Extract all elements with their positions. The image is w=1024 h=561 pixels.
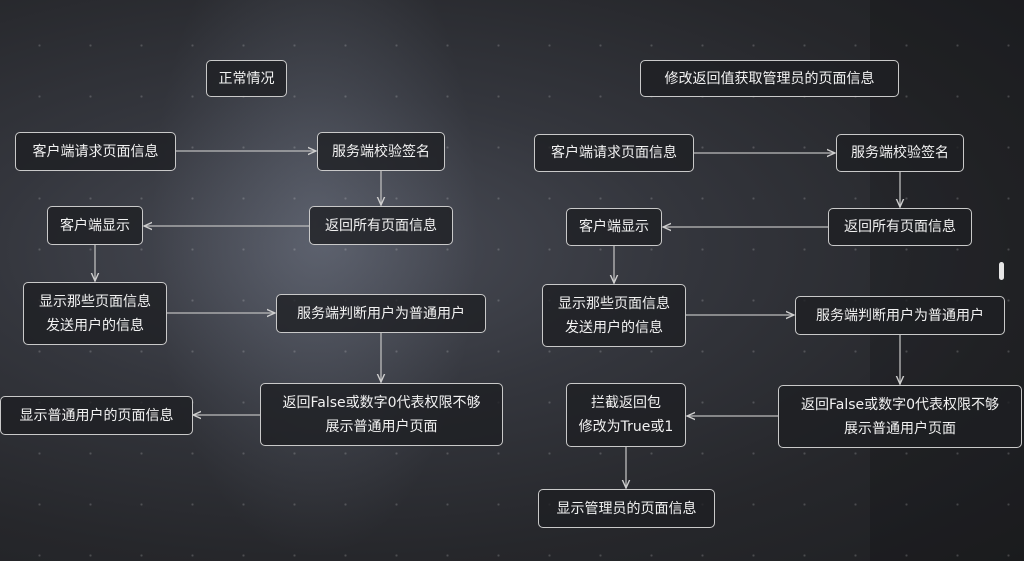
right-node-show-send[interactable]: 显示那些页面信息发送用户的信息 [542, 284, 686, 347]
node-label: 发送用户的信息 [46, 317, 144, 334]
right-node-server-verify[interactable]: 服务端校验签名 [836, 134, 964, 172]
node-label: 显示那些页面信息 [558, 295, 670, 312]
scrollbar-thumb[interactable] [999, 262, 1004, 280]
left-node-return-all[interactable]: 返回所有页面信息 [309, 206, 453, 245]
left-title: 正常情况 [206, 60, 287, 97]
node-label: 客户端显示 [579, 219, 649, 235]
right-node-show-admin[interactable]: 显示管理员的页面信息 [538, 489, 715, 528]
right-node-client-display[interactable]: 客户端显示 [566, 208, 662, 246]
node-label: 显示普通用户的页面信息 [19, 407, 174, 424]
right-node-return-false[interactable]: 返回False或数字0代表权限不够展示普通用户页面 [778, 385, 1022, 448]
node-label: 服务端判断用户为普通用户 [816, 307, 984, 324]
node-label: 展示普通用户页面 [844, 420, 956, 437]
right-node-client-request[interactable]: 客户端请求页面信息 [534, 134, 694, 172]
right-title: 修改返回值获取管理员的页面信息 [640, 60, 899, 97]
node-label: 拦截返回包 [591, 395, 661, 411]
node-label: 返回False或数字0代表权限不够 [800, 396, 1000, 413]
right-node-intercept[interactable]: 拦截返回包修改为True或1 [566, 383, 686, 447]
node-label: 服务端判断用户为普通用户 [297, 305, 465, 322]
node-label: 显示那些页面信息 [39, 293, 151, 310]
left-node-show-normal[interactable]: 显示普通用户的页面信息 [0, 396, 193, 435]
node-label: 发送用户的信息 [565, 319, 663, 336]
left-node-server-verify[interactable]: 服务端校验签名 [317, 132, 445, 171]
left-node-client-request[interactable]: 客户端请求页面信息 [15, 132, 176, 171]
node-label: 返回所有页面信息 [325, 217, 437, 234]
left-node-show-send[interactable]: 显示那些页面信息发送用户的信息 [23, 282, 167, 345]
node-label: 显示管理员的页面信息 [556, 500, 697, 517]
right-title-text: 修改返回值获取管理员的页面信息 [664, 70, 875, 87]
left-node-server-judge[interactable]: 服务端判断用户为普通用户 [276, 294, 486, 333]
node-label: 修改为True或1 [578, 419, 674, 435]
node-label: 服务端校验签名 [851, 145, 949, 161]
left-title-text: 正常情况 [218, 70, 275, 87]
node-label: 客户端显示 [60, 217, 130, 234]
right-node-server-judge[interactable]: 服务端判断用户为普通用户 [795, 296, 1005, 335]
node-label: 客户端请求页面信息 [551, 145, 677, 161]
left-node-return-false[interactable]: 返回False或数字0代表权限不够展示普通用户页面 [260, 383, 503, 446]
node-label: 展示普通用户页面 [325, 418, 438, 435]
node-label: 客户端请求页面信息 [32, 143, 159, 160]
node-label: 返回所有页面信息 [844, 219, 956, 235]
left-node-client-display[interactable]: 客户端显示 [47, 206, 143, 245]
right-node-return-all[interactable]: 返回所有页面信息 [828, 208, 972, 246]
node-label: 返回False或数字0代表权限不够 [282, 394, 481, 411]
node-label: 服务端校验签名 [332, 143, 430, 160]
